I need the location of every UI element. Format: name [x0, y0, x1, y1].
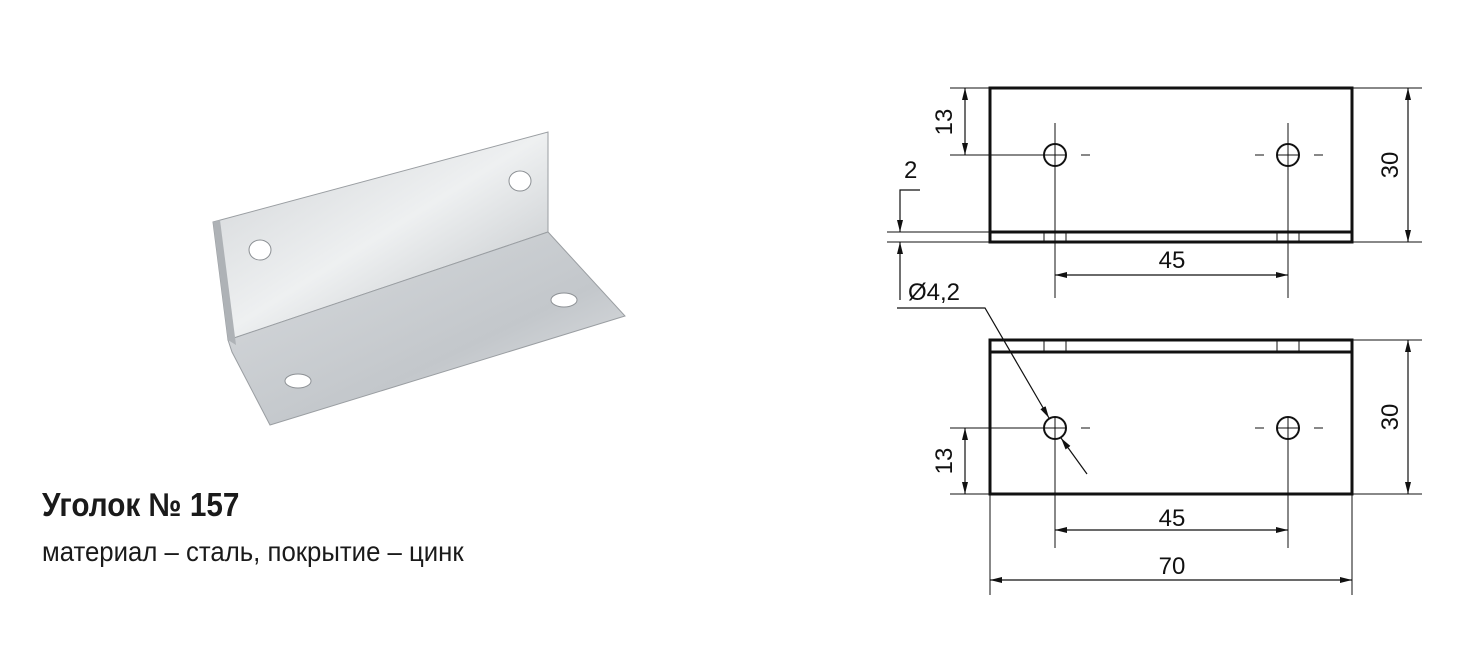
dim-thickness: 2 — [904, 157, 917, 184]
hole — [508, 170, 532, 192]
hole — [550, 292, 578, 308]
bracket-horizontal-flange — [227, 231, 626, 426]
dim-bottom-hole-spacing: 45 — [1159, 505, 1186, 532]
dim-bottom-hole-offset: 13 — [931, 448, 958, 475]
bracket-photo — [212, 131, 626, 426]
top-view — [887, 86, 1422, 300]
bracket-edge — [213, 220, 236, 345]
bottom-view — [897, 307, 1422, 595]
hole — [284, 373, 312, 389]
product-title: Уголок № 157 — [42, 486, 240, 523]
product-description: материал – сталь, покрытие – цинк — [42, 536, 464, 567]
dim-length: 70 — [1159, 553, 1186, 580]
dim-hole-diameter: Ø4,2 — [908, 279, 960, 306]
dim-top-height: 30 — [1377, 152, 1404, 179]
dim-bottom-height: 30 — [1377, 404, 1404, 431]
dim-top-hole-spacing: 45 — [1159, 247, 1186, 274]
hole — [248, 239, 272, 261]
dim-top-hole-offset: 13 — [931, 109, 958, 136]
